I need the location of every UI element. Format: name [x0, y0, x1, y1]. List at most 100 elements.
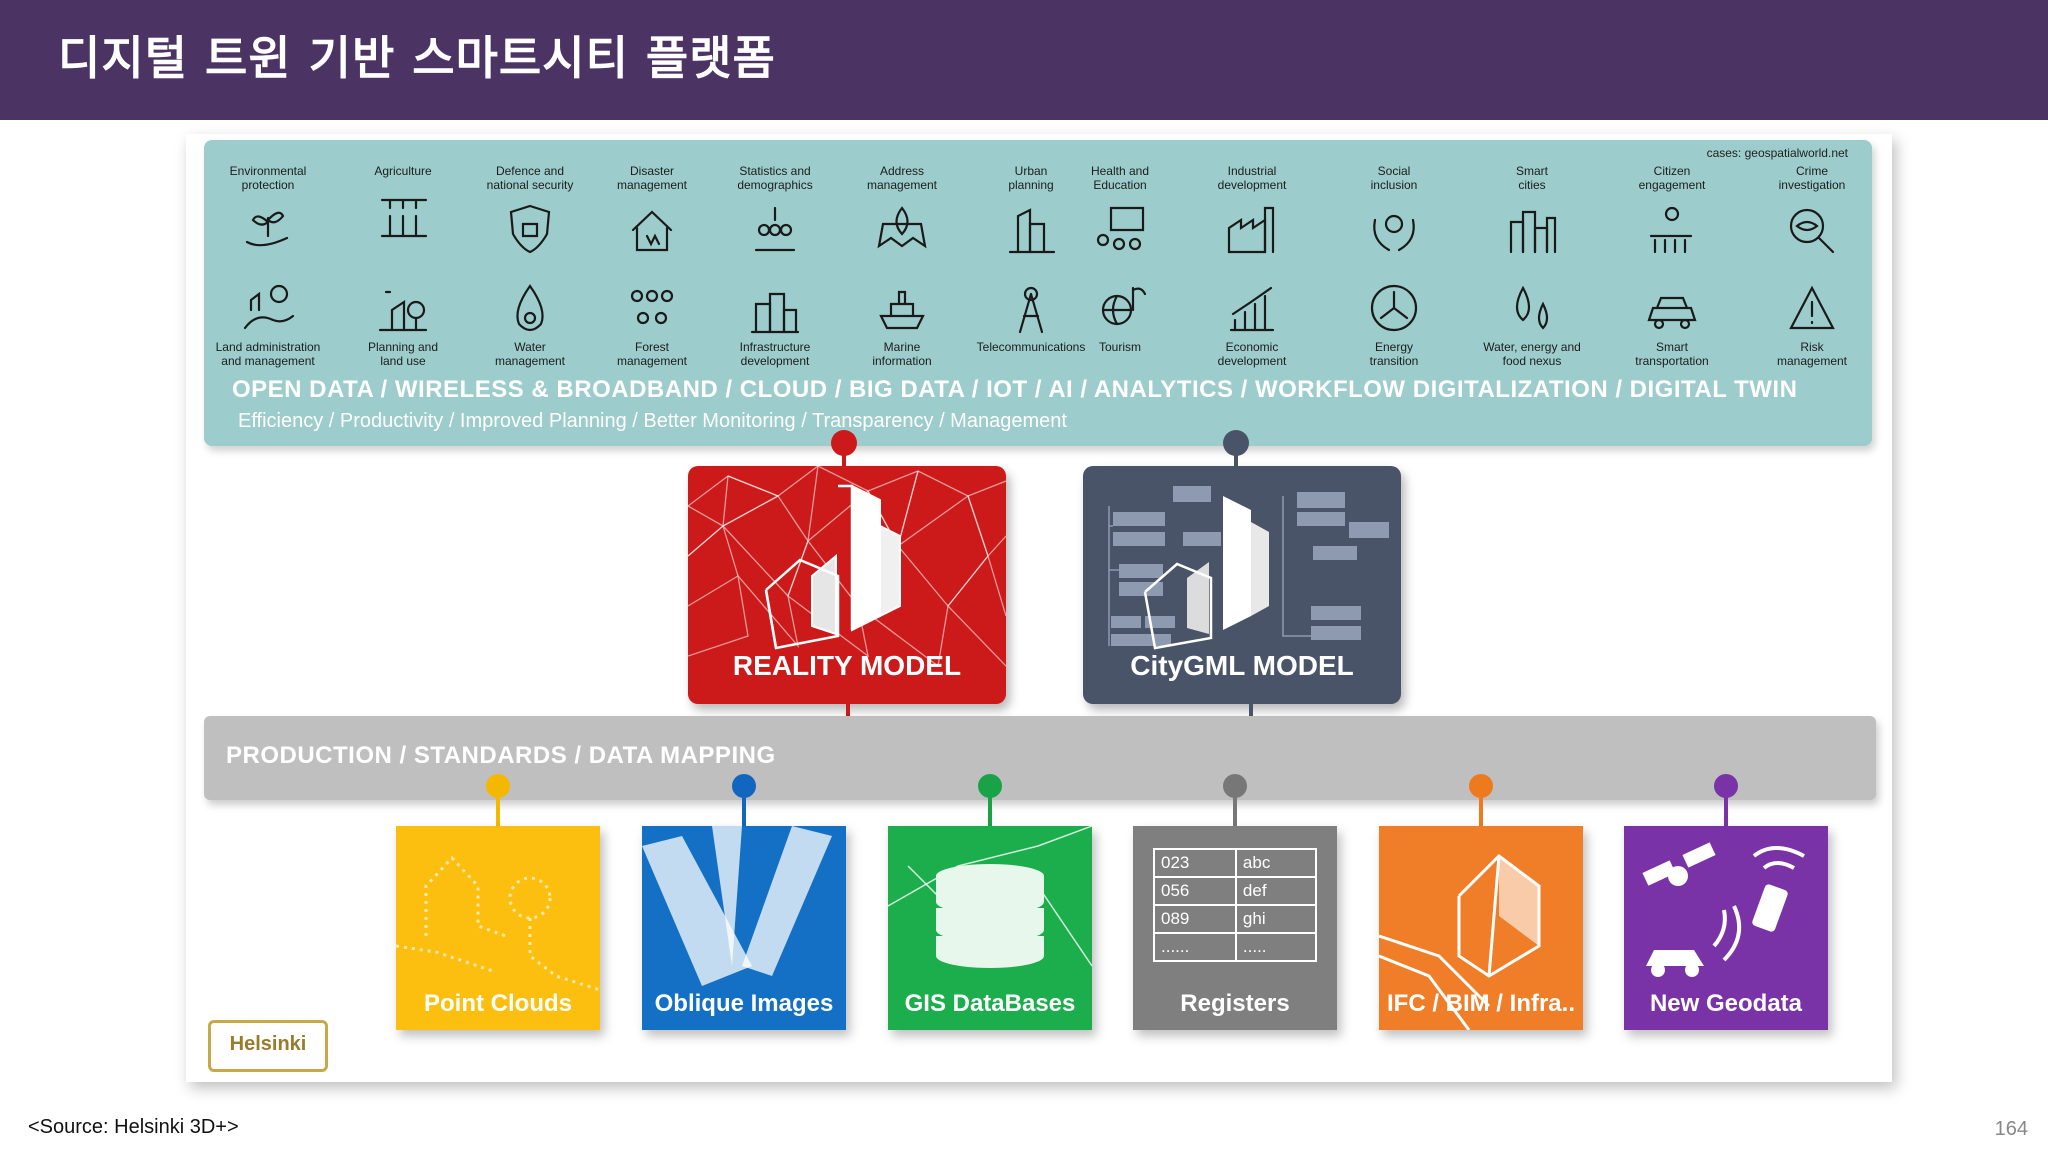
crops-icon — [380, 198, 428, 238]
infrastructure-icon — [750, 292, 800, 334]
service-item: Energy transition — [1329, 280, 1459, 368]
source-connector — [1724, 786, 1728, 828]
service-item: Statistics and demographics — [710, 164, 840, 256]
smart-city-services-panel: cases: geospatialworld.net Environmental… — [204, 140, 1872, 446]
page-title: 디지털 트윈 기반 스마트시티 플랫폼 — [58, 31, 776, 85]
globe-palm-icon — [1101, 286, 1147, 326]
land-sun-icon — [243, 284, 295, 330]
data-source-label: Oblique Images — [654, 990, 834, 1017]
service-label: Defence and national security — [486, 164, 574, 192]
technologies-band: OPEN DATA / WIRELESS & BROADBAND / CLOUD… — [232, 376, 1798, 403]
service-label: Smart cities — [1515, 164, 1548, 192]
service-item: Smart transportation — [1607, 280, 1737, 368]
growth-chart-icon — [1229, 286, 1275, 332]
service-label: Smart transportation — [1635, 340, 1709, 368]
service-label: Economic development — [1217, 340, 1287, 368]
service-item: Water, energy and food nexus — [1467, 280, 1597, 368]
service-item: Economic development — [1187, 280, 1317, 368]
data-source-label: New Geodata — [1649, 990, 1803, 1017]
footer-source: <Source: Helsinki 3D+> — [28, 1116, 239, 1138]
citygml-schema-graphic — [1108, 486, 1389, 650]
city-buildings-icon — [1509, 210, 1557, 254]
service-item: Smart cities — [1467, 164, 1597, 256]
data-source-tile: IFC / BIM / Infra.. — [1379, 826, 1583, 1030]
helsinki-logo: Helsinki — [208, 1020, 328, 1072]
registers-cell: abc — [1234, 848, 1318, 878]
reality-model-label: REALITY MODEL — [732, 650, 962, 681]
smart-car-icon — [1647, 296, 1697, 330]
registers-cell: ghi — [1234, 904, 1318, 934]
registers-cell: ...... — [1153, 932, 1237, 962]
service-label: Water, energy and food nexus — [1483, 340, 1581, 368]
production-band-label: PRODUCTION / STANDARDS / DATA MAPPING — [226, 742, 776, 769]
service-item: Industrial development — [1187, 164, 1317, 256]
source-connector — [742, 786, 746, 828]
forest-icon — [630, 289, 674, 325]
source-dot — [732, 774, 756, 798]
source-connector — [1479, 786, 1483, 828]
plant-hand-icon — [245, 211, 289, 247]
service-label: Land administration and management — [215, 340, 321, 368]
helsinki-logo-text: Helsinki — [229, 1033, 307, 1055]
citygml-model-box: CityGML MODEL — [1083, 466, 1401, 704]
point-cloud-graphic — [396, 855, 600, 992]
source-dot — [1469, 774, 1493, 798]
service-item: Risk management — [1747, 280, 1877, 368]
service-label: Energy transition — [1369, 340, 1419, 368]
database-graphic — [888, 826, 1092, 968]
service-label: Health and Education — [1090, 164, 1150, 192]
service-label: Water management — [494, 340, 566, 368]
service-label: Address management — [866, 164, 938, 192]
skyscraper-icon — [1008, 208, 1056, 254]
source-dot — [1223, 774, 1247, 798]
service-item: Telecommunications — [966, 280, 1096, 354]
registers-cell: ..... — [1234, 932, 1318, 962]
source-connector — [1233, 786, 1237, 828]
registers-cell: 089 — [1153, 904, 1237, 934]
service-item: Agriculture — [338, 164, 468, 242]
service-label: Tourism — [1098, 340, 1141, 354]
service-label: Social inclusion — [1370, 164, 1418, 192]
citygml-model-label: CityGML MODEL — [1130, 650, 1354, 681]
service-item: Forest management — [587, 280, 717, 368]
service-label: Industrial development — [1217, 164, 1287, 192]
service-label: Telecommunications — [976, 340, 1086, 354]
factory-icon — [1227, 206, 1275, 254]
service-item: Planning and land use — [338, 280, 468, 368]
source-dot — [978, 774, 1002, 798]
source-connector — [496, 786, 500, 828]
service-item: Environmental protection — [203, 164, 333, 256]
planning-trees-icon — [378, 290, 428, 332]
service-label: Infrastructure development — [739, 340, 811, 368]
antenna-tower-icon — [1018, 286, 1044, 334]
service-item: Urban planning — [966, 164, 1096, 256]
citizens-gear-icon — [1649, 206, 1693, 254]
data-source-tile: GIS DataBases — [888, 826, 1092, 1030]
magnifier-eye-icon — [1789, 208, 1835, 254]
service-item: Health and Education — [1055, 164, 1185, 256]
production-standards-band: PRODUCTION / STANDARDS / DATA MAPPING — [204, 716, 1876, 800]
service-label: Environmental protection — [229, 164, 307, 192]
data-source-label: GIS DataBases — [904, 990, 1076, 1017]
drops-icon — [1515, 285, 1549, 330]
service-item: Citizen engagement — [1607, 164, 1737, 256]
service-item: Disaster management — [587, 164, 717, 256]
service-item: Land administration and management — [203, 280, 333, 368]
service-label: Statistics and demographics — [737, 164, 813, 192]
people-group-icon — [754, 206, 796, 252]
map-pin-icon — [877, 206, 927, 249]
service-label: Disaster management — [616, 164, 688, 192]
source-dot — [1714, 774, 1738, 798]
shield-icon — [509, 204, 551, 254]
data-source-tile: Oblique Images — [642, 826, 846, 1030]
service-label: Urban planning — [1008, 164, 1054, 192]
service-label: Risk management — [1776, 340, 1848, 368]
energy-cycle-icon — [1370, 284, 1418, 332]
house-disaster-icon — [631, 210, 673, 252]
service-item: Water management — [465, 280, 595, 368]
service-label: Citizen engagement — [1638, 164, 1706, 192]
risk-gear-icon — [1789, 285, 1835, 330]
page-number: 164 — [1994, 1118, 2028, 1140]
citygml-top-dot — [1223, 430, 1249, 456]
